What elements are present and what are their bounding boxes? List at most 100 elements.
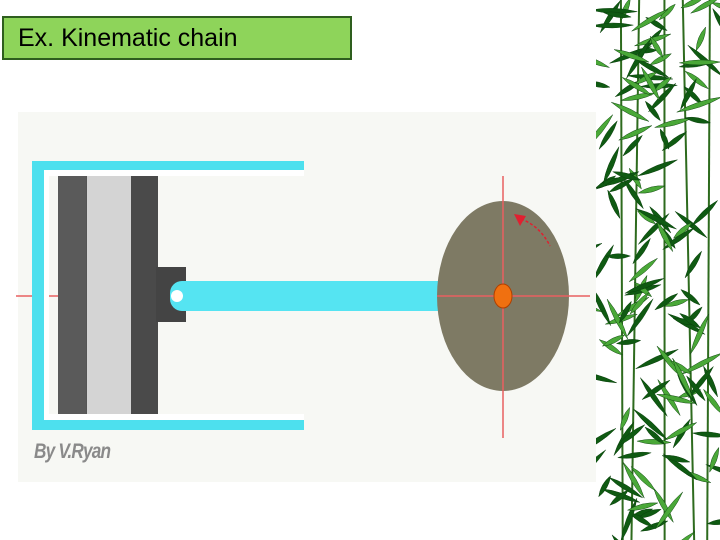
bamboo-leaf	[654, 293, 679, 311]
bamboo-leaf	[674, 211, 708, 238]
bamboo-leaf	[596, 244, 614, 282]
bamboo-leaf	[633, 408, 668, 440]
bamboo-leaf	[695, 26, 706, 52]
bamboo-leaf	[711, 2, 720, 12]
bamboo-leaves	[596, 0, 720, 540]
crank-pin	[493, 283, 513, 309]
bamboo-leaf	[690, 0, 720, 14]
bamboo-leaf	[684, 70, 709, 90]
bamboo-leaf	[596, 286, 611, 326]
bamboo-leaf	[596, 370, 617, 384]
bamboo-leaf	[637, 185, 666, 194]
bamboo-leaf	[609, 489, 629, 506]
bamboo-leaf	[658, 3, 676, 21]
cylinder-housing	[32, 161, 304, 430]
bamboo-leaf	[709, 446, 720, 473]
bamboo-leaf	[615, 339, 642, 345]
bamboo-leaf	[703, 388, 720, 416]
bamboo-leaf	[680, 289, 701, 306]
bamboo-leaf	[596, 52, 611, 68]
bamboo-leaf	[690, 313, 709, 355]
connecting-rod	[170, 281, 460, 311]
bamboo-leaf	[645, 100, 661, 122]
bamboo-leaf	[596, 428, 617, 454]
bamboo-leaf	[630, 466, 656, 492]
bamboo-leaf	[596, 81, 611, 88]
bamboo-leaf	[676, 96, 720, 113]
bamboo-leaf	[617, 424, 646, 446]
bamboo-leaf	[684, 250, 702, 279]
bamboo-leaf	[596, 114, 614, 149]
bamboo-leaf	[618, 125, 653, 141]
bamboo-leaf	[621, 77, 653, 96]
bamboo-leaf	[612, 171, 642, 181]
piston	[58, 176, 158, 414]
bamboo-leaf	[634, 281, 653, 298]
bamboo-leaf	[662, 453, 698, 481]
bamboo-leaf	[663, 531, 695, 540]
bamboo-leaf	[705, 464, 720, 479]
bamboo-leaf	[629, 292, 650, 315]
bamboo-leaf	[684, 116, 712, 124]
bamboo-leaf	[632, 237, 651, 265]
bamboo-leaf	[622, 462, 645, 499]
bamboo-leaf	[624, 278, 665, 294]
bamboo-stem	[619, 0, 624, 540]
rotation-arrow	[514, 214, 551, 247]
bamboo-leaf	[598, 120, 618, 150]
bamboo-leaf	[603, 146, 620, 184]
bamboo-leaf	[603, 11, 632, 18]
bamboo-leaf	[680, 0, 705, 9]
bamboo-leaf	[673, 222, 693, 239]
bamboo-leaf	[611, 102, 650, 122]
bamboo-leaf	[706, 519, 720, 525]
bamboo-leaf	[712, 7, 720, 39]
diagram-credit: By V.Ryan	[34, 440, 111, 463]
bamboo-leaf	[637, 159, 678, 177]
bamboo-leaf	[663, 299, 690, 307]
slide-title: Ex. Kinematic chain	[18, 23, 238, 52]
bamboo-leaf	[656, 220, 674, 253]
bamboo-leaf	[601, 334, 626, 347]
bamboo-leaf	[635, 208, 677, 230]
bamboo-leaf	[679, 59, 720, 66]
bamboo-leaf	[608, 477, 643, 498]
bamboo-leaf	[628, 511, 654, 528]
bamboo-leaf	[663, 422, 698, 441]
bamboo-leaf	[648, 83, 676, 113]
bamboo-leaf	[623, 178, 644, 210]
bamboo-leaf	[659, 128, 670, 150]
bamboo-leaf	[679, 313, 702, 329]
bamboo-stem	[706, 0, 711, 540]
bamboo-leaf	[640, 377, 668, 417]
bamboo-leaf	[596, 8, 638, 14]
bamboo-leaf	[672, 357, 693, 400]
bamboo-leaf	[596, 22, 634, 29]
bamboo-leaf	[655, 491, 683, 529]
bamboo-leaf	[628, 257, 659, 283]
bamboo-leaf	[690, 199, 719, 227]
bamboo-leaf	[649, 35, 664, 58]
bamboo-leaf	[656, 394, 696, 404]
bamboo-leaf	[622, 134, 643, 157]
bamboo-leaf	[619, 300, 632, 324]
bamboo-leaf	[620, 406, 630, 431]
small-end-pin	[171, 290, 183, 302]
bamboo-leaf	[598, 475, 611, 498]
bamboo-leaf	[607, 189, 621, 220]
bamboo-leaf	[605, 253, 631, 259]
bamboo-leaf	[644, 426, 666, 445]
bamboo-foliage-decoration	[596, 0, 720, 540]
bamboo-leaf	[686, 375, 706, 402]
bamboo-leaf	[680, 352, 720, 375]
slide-title-box: Ex. Kinematic chain	[2, 16, 352, 60]
bamboo-leaf	[596, 243, 603, 261]
bamboo-leaf	[617, 451, 652, 459]
bamboo-leaf	[691, 431, 720, 438]
bamboo-leaf	[606, 298, 628, 340]
bamboo-leaf	[613, 49, 650, 63]
bamboo-leaf	[661, 455, 691, 463]
bamboo-leaf	[626, 502, 659, 511]
bamboo-leaf	[596, 449, 606, 484]
